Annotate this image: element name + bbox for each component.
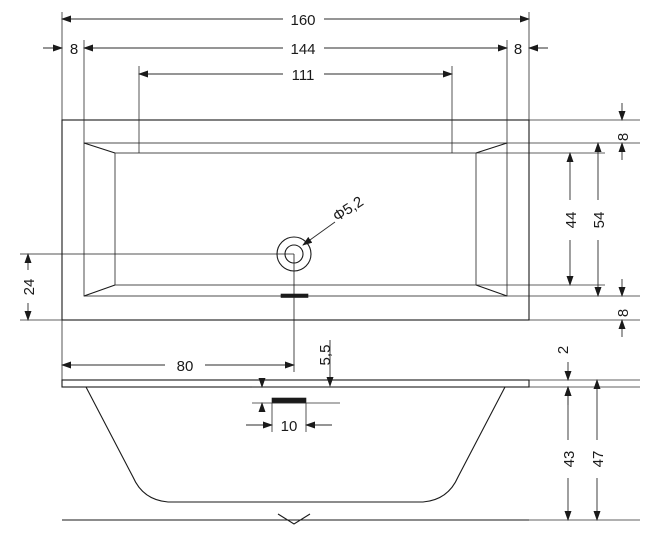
top-view-basin-floor <box>114 152 477 286</box>
top-view-taper-top-left <box>83 142 116 154</box>
dim-label-80: 80 <box>177 358 194 375</box>
front-view-rim-slab <box>61 379 530 388</box>
dim-80-group: 80 <box>61 320 295 382</box>
top-view-geometry <box>20 119 530 372</box>
dim-label-10: 10 <box>281 418 298 435</box>
top-view-taper-top-right <box>475 142 508 154</box>
top-dimension-group: 160 144 8 8 111 <box>43 12 548 153</box>
dim-label-8-bottom: 8 <box>615 309 632 317</box>
dim-label-8-right: 8 <box>514 41 522 58</box>
dim-label-8-top: 8 <box>615 133 632 141</box>
front-view-tub-body <box>85 386 506 503</box>
waste-dimension-group: 5,5 10 <box>246 340 340 435</box>
left-dimension-group: 24 <box>20 253 62 321</box>
dim-label-160: 160 <box>290 12 315 29</box>
top-view-taper-bottom-left <box>83 284 116 297</box>
dim-label-47: 47 <box>590 451 607 468</box>
dim-label-drain-diameter: Φ5,2 <box>330 193 367 225</box>
front-view-waste-block <box>271 397 307 404</box>
dim-label-111: 111 <box>292 67 315 84</box>
front-view-geometry <box>61 379 530 525</box>
dim-label-2: 2 <box>555 346 572 354</box>
top-view-outer-rim <box>61 119 530 321</box>
dim-label-5-5: 5,5 <box>317 345 334 366</box>
dim-label-144: 144 <box>290 41 315 58</box>
dim-label-44: 44 <box>563 212 580 229</box>
dim-label-24: 24 <box>21 279 38 296</box>
front-right-dimension-group: 2 43 47 <box>529 346 640 521</box>
dim-label-8-left: 8 <box>70 41 78 58</box>
top-view-rim-opening <box>83 142 508 297</box>
dim-label-54: 54 <box>591 212 608 229</box>
drain-diameter-leader <box>302 221 336 246</box>
top-view-taper-bottom-right <box>475 284 508 297</box>
right-dimension-group: 8 54 44 8 <box>476 103 640 337</box>
front-view-foot-notch <box>277 513 311 525</box>
dim-label-43: 43 <box>561 451 578 468</box>
overflow-marker <box>280 293 309 298</box>
